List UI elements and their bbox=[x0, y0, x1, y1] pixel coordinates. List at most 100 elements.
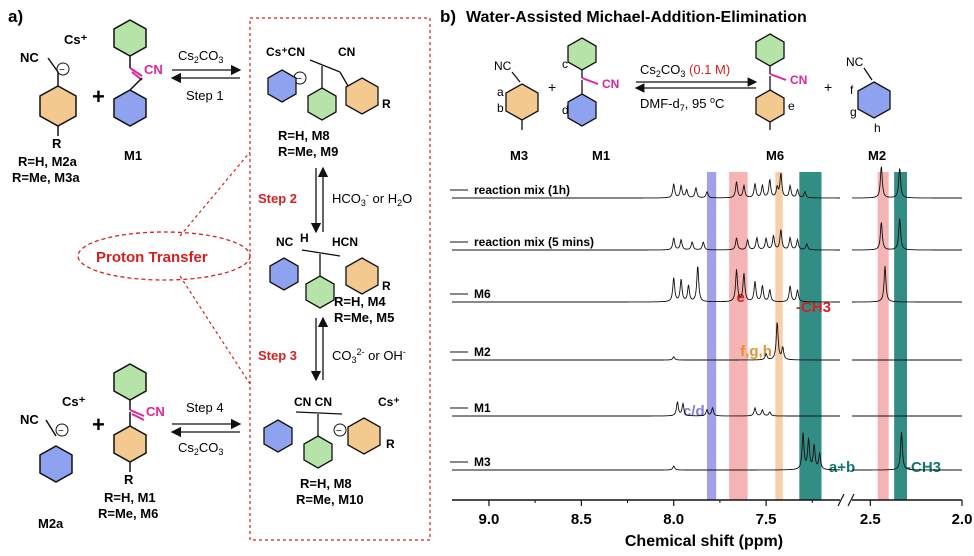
svg-text:CN CN: CN CN bbox=[294, 395, 332, 409]
m9-caption-2: R=Me, M9 bbox=[278, 144, 338, 159]
spectrum-trace bbox=[452, 401, 840, 417]
reagent-top: Cs2CO3 bbox=[178, 48, 223, 65]
highlight-label: a+b bbox=[829, 459, 855, 476]
step3-reagent: CO32- or OH- bbox=[332, 347, 406, 365]
x-tick-label: 2.5 bbox=[860, 511, 881, 528]
x-tick-label: 7.5 bbox=[756, 511, 777, 528]
svg-text:−: − bbox=[336, 426, 342, 437]
svg-text:CN: CN bbox=[144, 62, 163, 77]
svg-text:−: − bbox=[296, 74, 302, 85]
compound-label-m2: M2 bbox=[868, 148, 886, 163]
series-label: M6 bbox=[474, 287, 491, 301]
svg-text:−: − bbox=[59, 65, 65, 76]
step4-label: Step 4 bbox=[186, 400, 224, 415]
svg-text:g: g bbox=[850, 105, 857, 119]
series-label: M2 bbox=[474, 345, 491, 359]
x-tick-label: 2.0 bbox=[952, 511, 973, 528]
panel-b-title: Water-Assisted Michael-Addition-Eliminat… bbox=[466, 9, 807, 26]
spectrum-trace bbox=[452, 432, 840, 471]
plus-sign: + bbox=[92, 84, 105, 109]
svg-text:CN: CN bbox=[790, 73, 807, 87]
spectrum-trace bbox=[452, 322, 840, 361]
nmr-chart: c/d e f,g,h a+b -CH3 -CH3 reaction mix (1h) rea… bbox=[450, 166, 973, 550]
svg-text:d: d bbox=[562, 103, 569, 117]
x-tick-label: 9.0 bbox=[479, 511, 500, 528]
m8b-caption-1: R=H, M8 bbox=[300, 476, 352, 491]
m5-caption-2: R=Me, M5 bbox=[334, 310, 394, 325]
spectrum-trace bbox=[852, 431, 962, 471]
highlight-band bbox=[775, 172, 783, 500]
m8-caption-1: R=H, M8 bbox=[278, 128, 330, 143]
svg-text:CN: CN bbox=[602, 77, 619, 91]
step2-label: Step 2 bbox=[258, 191, 297, 206]
step1-label: Step 1 bbox=[186, 88, 224, 103]
highlight-label: -CH3 bbox=[906, 459, 941, 476]
bottom-caption-1: R=H, M1 bbox=[104, 490, 156, 505]
svg-text:b: b bbox=[497, 101, 504, 115]
m8-structure: Cs⁺CN CN − R bbox=[266, 45, 391, 121]
svg-text:e: e bbox=[788, 99, 795, 113]
m2a-carbanion-top: NC Cs⁺ − R bbox=[20, 32, 88, 151]
series-label: reaction mix (5 mins) bbox=[474, 235, 594, 249]
svg-text:NC: NC bbox=[20, 412, 39, 427]
plus-sign-bottom: + bbox=[92, 412, 105, 437]
svg-text:R: R bbox=[52, 136, 62, 151]
svg-text:NC: NC bbox=[494, 59, 512, 73]
svg-text:NC: NC bbox=[20, 50, 39, 65]
series-label: reaction mix (1h) bbox=[474, 183, 570, 197]
axis-break-mark bbox=[837, 493, 845, 507]
svg-text:Cs⁺: Cs⁺ bbox=[378, 395, 400, 409]
step2-reagent: HCO3- or H2O bbox=[332, 190, 412, 208]
svg-text:H: H bbox=[300, 231, 309, 245]
proton-transfer-ellipse bbox=[77, 231, 251, 281]
x-tick-label: 8.5 bbox=[571, 511, 592, 528]
m1-structure-top: CN bbox=[113, 19, 163, 127]
m1-label-top: M1 bbox=[124, 148, 142, 163]
m10-caption-2: R=Me, M10 bbox=[296, 492, 364, 507]
spectrum-trace bbox=[452, 172, 840, 199]
spectrum-trace bbox=[452, 266, 840, 303]
series-label: M3 bbox=[474, 455, 491, 469]
svg-text:HCN: HCN bbox=[332, 235, 358, 249]
m2-structure: NC f g h bbox=[846, 55, 891, 135]
svg-text:a: a bbox=[497, 85, 504, 99]
bottom-caption-2: R=Me, M6 bbox=[98, 506, 158, 521]
compound-label-m6: M6 bbox=[766, 148, 784, 163]
compound-label-m3: M3 bbox=[510, 148, 528, 163]
proton-transfer-label: Proton Transfer bbox=[96, 249, 208, 266]
m1-structure-b: c CN d bbox=[562, 37, 619, 127]
svg-text:NC: NC bbox=[276, 235, 294, 249]
spectrum-trace bbox=[852, 218, 962, 251]
x-axis-title: Chemical shift (ppm) bbox=[625, 533, 783, 550]
highlight-band bbox=[799, 172, 822, 500]
svg-text:CN: CN bbox=[338, 45, 355, 59]
svg-text:−: − bbox=[58, 426, 64, 437]
spectrum-trace bbox=[452, 229, 840, 251]
scheme-reagent: Cs2CO3 (0.1 M) bbox=[640, 62, 730, 79]
m2a-label: M2a bbox=[38, 516, 64, 531]
scheme-plus-1: + bbox=[548, 79, 556, 95]
highlight-label: c/d bbox=[683, 403, 705, 420]
highlight-label: f,g,h bbox=[740, 343, 772, 360]
svg-text:Cs⁺: Cs⁺ bbox=[64, 32, 88, 47]
reagent-bottom: Cs2CO3 bbox=[178, 440, 223, 457]
highlight-band bbox=[894, 172, 907, 500]
step3-label: Step 3 bbox=[258, 348, 297, 363]
mechanism-box bbox=[249, 17, 431, 541]
highlight-band bbox=[877, 172, 889, 500]
compound-label-m1: M1 bbox=[592, 148, 610, 163]
svg-text:f: f bbox=[850, 83, 854, 97]
svg-text:c: c bbox=[562, 57, 568, 71]
panel-b-label: b) bbox=[440, 7, 456, 26]
m4-structure: NC H HCN R bbox=[269, 231, 391, 309]
highlight-band bbox=[729, 172, 748, 500]
svg-text:h: h bbox=[874, 121, 881, 135]
highlight-label: -CH3 bbox=[796, 299, 831, 316]
svg-text:R: R bbox=[382, 279, 391, 293]
highlight-label: e bbox=[737, 289, 745, 306]
series-label: M1 bbox=[474, 401, 491, 415]
x-tick-label: 8.0 bbox=[663, 511, 684, 528]
svg-text:CN: CN bbox=[146, 404, 165, 419]
svg-text:Cs⁺CN: Cs⁺CN bbox=[266, 45, 305, 59]
